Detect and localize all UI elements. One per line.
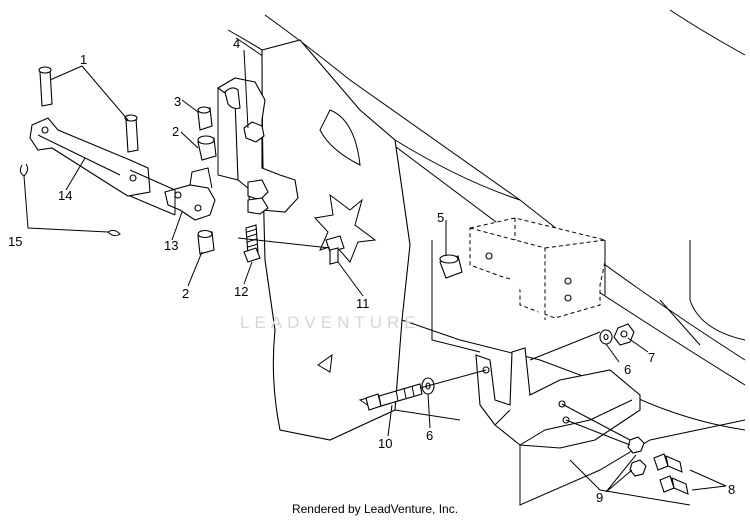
- pin-1-right: [124, 114, 139, 153]
- lower-bracket: [475, 331, 641, 449]
- callout-2-lower: 2: [182, 286, 189, 301]
- bushing-2-lower: [197, 229, 215, 255]
- pin-1-left: [38, 66, 53, 107]
- bolt-8-lower: [659, 475, 689, 495]
- nut-9-upper: [627, 436, 645, 454]
- callout-8: 8: [728, 482, 735, 497]
- callout-11: 11: [356, 296, 370, 311]
- link-arm-14: [29, 117, 151, 197]
- mount-block: [431, 217, 606, 353]
- hinge-plate-4: [216, 77, 299, 215]
- callout-6-right: 6: [624, 362, 631, 377]
- callout-7: 7: [648, 350, 655, 365]
- cotter-pin-15-upper: [19, 163, 29, 177]
- credit-text: Rendered by LeadVenture, Inc.: [291, 502, 459, 516]
- watermark: LEADVENTURE: [240, 313, 421, 332]
- callout-14: 14: [58, 188, 72, 203]
- bushing-3: [197, 106, 213, 131]
- spacer-5: [439, 254, 463, 279]
- bushing-2-upper: [197, 135, 217, 161]
- callout-9: 9: [596, 490, 603, 505]
- callout-5: 5: [437, 210, 444, 225]
- callout-12: 12: [234, 284, 248, 299]
- nut-7: [613, 323, 635, 346]
- nut-4: [243, 121, 265, 143]
- callout-1: 1: [80, 52, 87, 67]
- callout-10: 10: [378, 436, 392, 451]
- cotter-pin-15-lower: [107, 229, 121, 237]
- callout-13: 13: [164, 238, 178, 253]
- bolt-8-upper: [653, 453, 683, 473]
- hinge-bracket-13: [164, 167, 216, 221]
- washer-6-right: [599, 329, 613, 345]
- bolt-10: [365, 369, 487, 411]
- callout-6-left: 6: [426, 428, 433, 443]
- leader-lines: [49, 49, 727, 493]
- callout-3: 3: [174, 94, 181, 109]
- callout-15: 15: [8, 234, 22, 249]
- nut-9-lower: [629, 459, 647, 477]
- callout-2-upper: 2: [172, 124, 179, 139]
- screw-11: [237, 235, 345, 265]
- screw-12: [243, 224, 261, 263]
- callout-labels: 1 2 2 3 4 5 6 6 7 8 9 10 11 12 13 14 15: [8, 36, 735, 505]
- callout-4: 4: [233, 36, 240, 51]
